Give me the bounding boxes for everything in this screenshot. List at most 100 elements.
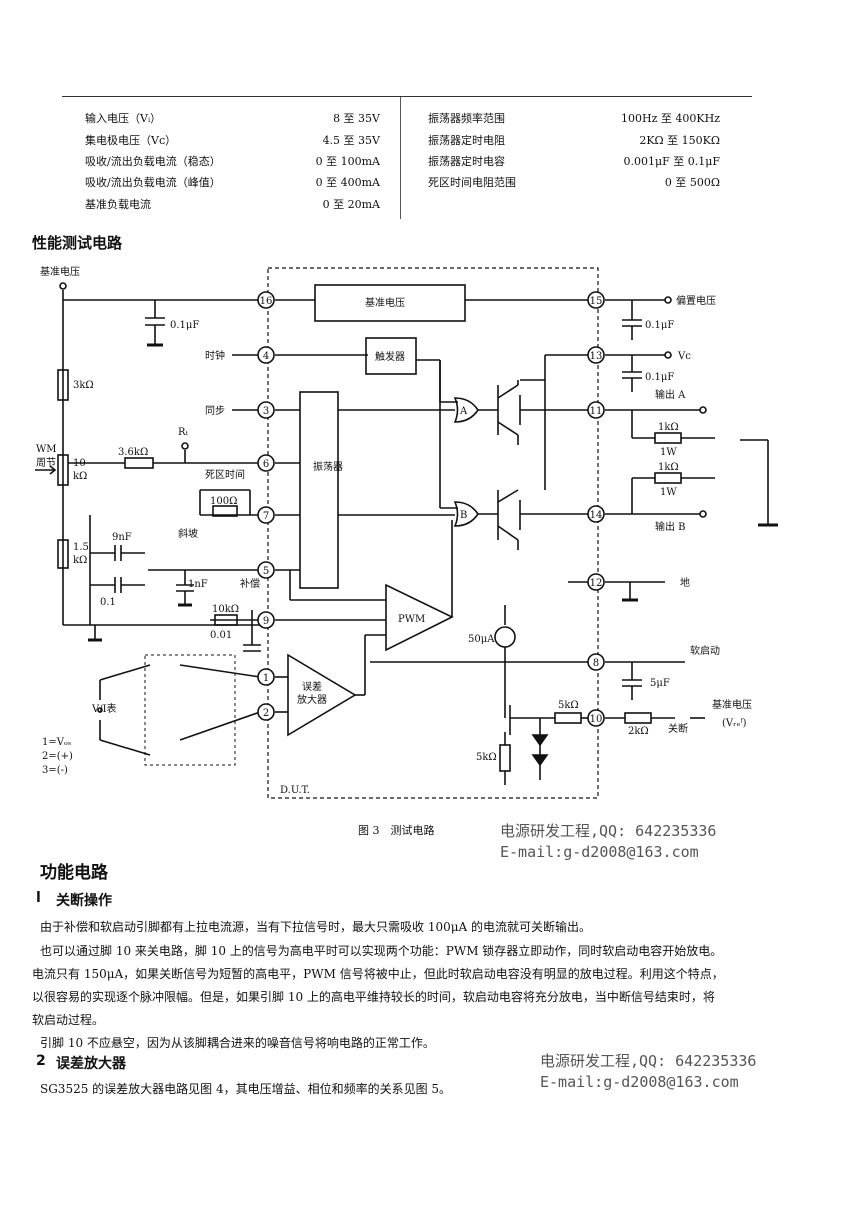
label-erramp-2: 放大器 — [297, 693, 327, 706]
spec-left-label: 吸收/流出负载电流（稳态） — [85, 155, 221, 168]
label-shutdown: 关断 — [668, 722, 688, 735]
pin-9: 9 — [263, 616, 269, 627]
spec-right-value: 0 至 500Ω — [664, 176, 720, 189]
paragraph: 以很容易的实现逐个脉冲限幅。但是，如果引脚 10 上的高电平维持较长的时间，软启… — [32, 990, 715, 1004]
pin-14: 14 — [590, 510, 603, 521]
spec-top-rule — [62, 96, 752, 97]
pin-5: 5 — [263, 566, 269, 577]
label-pwm-adj-1: WM — [36, 444, 57, 455]
paragraph: 也可以通过脚 10 来关电路，脚 10 上的信号为高电平时可以实现两个功能：PW… — [40, 944, 723, 958]
spec-left-value: 0 至 400mA — [315, 176, 380, 189]
label-vref-right: 基准电压 — [712, 698, 752, 711]
spec-left-label: 基准负载电流 — [85, 198, 151, 211]
spec-left-value: 4.5 至 35V — [322, 134, 380, 147]
label-vi-meter: V/I表 — [91, 702, 117, 715]
label-gate-a: A — [459, 406, 468, 417]
label-vc: Vᴄ — [677, 351, 691, 362]
legend-2: 2=(+) — [42, 751, 73, 762]
pin-7: 7 — [263, 511, 269, 522]
value-r10kb: 10kΩ — [212, 604, 239, 615]
label-deadtime: 死区时间 — [205, 468, 245, 481]
pin-8: 8 — [593, 658, 599, 669]
label-softstart: 软启动 — [690, 644, 720, 657]
spec-left-label: 吸收/流出负载电流（峰值） — [85, 176, 221, 189]
label-osc: 振荡器 — [313, 460, 343, 473]
label-bias: 偏置电压 — [676, 294, 716, 307]
spec-left-label: 集电极电压（Vᴄ） — [85, 134, 177, 147]
value-r5k: 5kΩ — [558, 700, 579, 711]
value-r2k: 2kΩ — [628, 726, 649, 737]
label-ref-block: 基准电压 — [365, 296, 405, 309]
value-r3k: 3kΩ — [73, 380, 94, 391]
paragraph: 由于补偿和软启动引脚都有上拉电流源，当有下拉信号时，最大只需吸收 100μA 的… — [40, 920, 592, 934]
value-r36k: 3.6kΩ — [118, 447, 148, 458]
test-circuit-diagram: 16 4 3 6 7 5 9 1 2 15 13 11 14 12 8 10 基… — [35, 265, 778, 799]
spec-left-label: 输入电压（Vᵢ） — [85, 112, 162, 125]
value-r1k2: 1kΩ — [658, 462, 679, 473]
spec-right-label: 振荡器频率范围 — [428, 112, 505, 125]
spec-right-value: 2KΩ 至 150KΩ — [639, 134, 720, 147]
pin-4: 4 — [263, 351, 269, 362]
value-r15k: 1.5 — [73, 542, 89, 553]
label-vref-sub: (Vᵣₑᶠ) — [722, 718, 747, 729]
watermark2-line-1: 电源研发工程,QQ: 642235336 — [540, 1052, 757, 1070]
figure-caption: 图 3 测试电路 — [358, 824, 435, 837]
pin-13: 13 — [590, 351, 603, 362]
label-50ua: 50μA — [468, 634, 495, 645]
sub2-number: 2 — [36, 1053, 46, 1069]
value-r15k-unit: kΩ — [73, 555, 87, 566]
section-title: 性能测试电路 — [32, 234, 123, 252]
watermark-line-2: E-mail:g-d2008@163.com — [500, 843, 699, 861]
label-clock: 时钟 — [205, 349, 225, 362]
section2-title: 功能电路 — [40, 863, 108, 883]
value-c5u: 5μF — [650, 678, 670, 689]
pin-10: 10 — [590, 714, 603, 725]
value-c1n: 1nF — [188, 579, 208, 590]
value-w1: 1W — [660, 447, 677, 458]
pin-16: 16 — [260, 296, 273, 307]
label-gate-b: B — [460, 510, 467, 521]
sub1-number: l — [36, 890, 41, 906]
value-c01b: 0.1μF — [645, 320, 674, 331]
sub2-title: 误差放大器 — [56, 1056, 126, 1072]
value-r5kb: 5kΩ — [476, 752, 497, 763]
spec-right-value: 100Hz 至 400KHz — [621, 112, 720, 125]
spec-left-value: 8 至 35V — [333, 112, 380, 125]
paragraph: 引脚 10 不应悬空，因为从该脚耦合进来的噪音信号将响电路的正常工作。 — [40, 1036, 435, 1050]
value-c01: 0.1μF — [170, 320, 199, 331]
pin-15: 15 — [590, 296, 603, 307]
spec-divider — [400, 97, 401, 219]
value-w2: 1W — [660, 487, 677, 498]
paragraph-2: SG3525 的误差放大器电路见图 4，其电压增益、相位和频率的关系见图 5。 — [40, 1082, 452, 1096]
label-pwm: PWM — [398, 614, 425, 625]
pin-11: 11 — [590, 406, 603, 417]
label-trigger: 触发器 — [375, 350, 405, 363]
pin-12: 12 — [590, 578, 603, 589]
watermark-line-1: 电源研发工程,QQ: 642235336 — [500, 822, 717, 840]
pin-2: 2 — [263, 708, 269, 719]
label-sync: 同步 — [205, 405, 225, 417]
label-pwm-adj-2: 周节 — [36, 457, 56, 469]
paragraph: 软启动过程。 — [32, 1013, 105, 1027]
label-vref-top: 基准电压 — [40, 265, 80, 278]
spec-right-value: 0.001μF 至 0.1μF — [623, 155, 720, 168]
value-r1k1: 1kΩ — [658, 422, 679, 433]
pin-3: 3 — [263, 406, 269, 417]
label-comp: 补偿 — [240, 577, 260, 590]
label-out-b: 输出 B — [655, 520, 686, 533]
spec-right-label: 死区时间电阻范围 — [428, 176, 516, 189]
value-c01d: 0.1 — [100, 597, 116, 608]
watermark2-line-2: E-mail:g-d2008@163.com — [540, 1073, 739, 1091]
label-gnd: 地 — [680, 576, 690, 589]
label-out-a: 输出 A — [655, 388, 686, 401]
spec-left-value: 0 至 100mA — [315, 155, 380, 168]
value-c01c: 0.1μF — [645, 372, 674, 383]
sub1-title: 关断操作 — [56, 893, 112, 909]
pin-6: 6 — [263, 459, 269, 470]
legend-1: 1=Vₒₛ — [42, 737, 71, 748]
label-ramp: 斜坡 — [178, 527, 198, 540]
label-dut: D.U.T. — [280, 785, 310, 796]
value-r10k-unit: kΩ — [73, 471, 87, 482]
value-c9n: 9nF — [112, 532, 132, 543]
pin-1: 1 — [263, 673, 269, 684]
